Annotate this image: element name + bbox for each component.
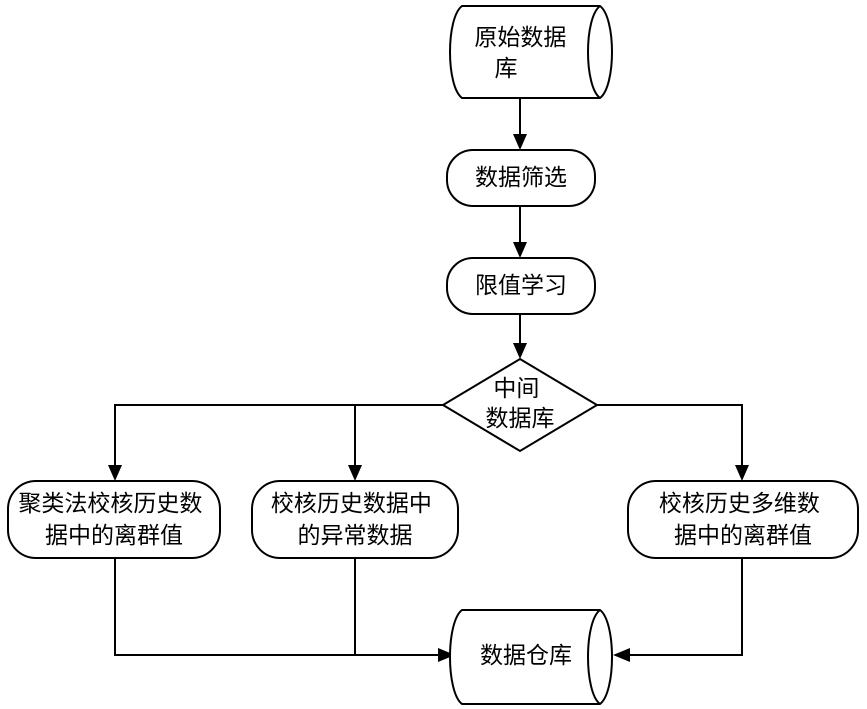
limit-learning-node: 限值学习 xyxy=(447,258,595,314)
edge-multidim-to-warehouse xyxy=(628,558,742,655)
multidim-outliers-node: 校核历史多维数 据中的离群值 xyxy=(628,481,858,558)
edge-intermediate-to-cluster xyxy=(115,405,455,467)
edges xyxy=(108,98,749,662)
limit-learning-label-line-1: 限值学习 xyxy=(475,273,567,299)
filter-label: 数据筛选 xyxy=(475,165,567,191)
warehouse-node: 数据仓库 xyxy=(450,610,612,704)
intermediate-db-label-line-1: 中间 xyxy=(493,376,539,402)
filter-node: 数据筛选 xyxy=(447,150,595,206)
warehouse-label-line-1: 数据仓库 xyxy=(480,643,572,669)
warehouse-label: 数据仓库 xyxy=(480,643,572,669)
intermediate-db-shape xyxy=(443,359,597,451)
arrowhead-filter xyxy=(513,134,527,150)
intermediate-db-node: 中间 数据库 xyxy=(443,359,597,451)
arrowhead-anomaly xyxy=(348,465,362,481)
limit-learning-label: 限值学习 xyxy=(475,273,567,299)
anomaly-check-node: 校核历史数据中 的异常数据 xyxy=(252,481,458,558)
source-db-label-line-2: 库 xyxy=(495,56,518,82)
cluster-outliers-label-line-1: 聚类法校核历史数 xyxy=(18,491,202,517)
multidim-outliers-label-line-1: 校核历史多维数 xyxy=(659,491,820,517)
cluster-outliers-label-line-2: 据中的离群值 xyxy=(45,523,183,549)
anomaly-check-label-line-1: 校核历史数据中 xyxy=(271,491,432,517)
source-db-label-line-1: 原始数据 xyxy=(474,25,566,51)
arrowhead-intermediate xyxy=(513,343,527,359)
filter-label-line-1: 数据筛选 xyxy=(475,165,567,191)
source-db-node: 原始数据 库 xyxy=(450,6,612,98)
arrowhead-warehouse-right xyxy=(613,648,630,662)
arrowhead-multidim xyxy=(735,465,749,481)
edge-intermediate-to-multidim xyxy=(596,405,742,467)
cluster-outliers-node: 聚类法校核历史数 据中的离群值 xyxy=(8,481,220,558)
arrowhead-limit xyxy=(513,242,527,258)
arrowhead-cluster xyxy=(108,465,122,481)
intermediate-db-label-line-2: 数据库 xyxy=(486,406,555,432)
multidim-outliers-label-line-2: 据中的离群值 xyxy=(674,523,812,549)
anomaly-check-label-line-2: 的异常数据 xyxy=(298,523,413,549)
edge-cluster-to-warehouse xyxy=(115,558,440,655)
